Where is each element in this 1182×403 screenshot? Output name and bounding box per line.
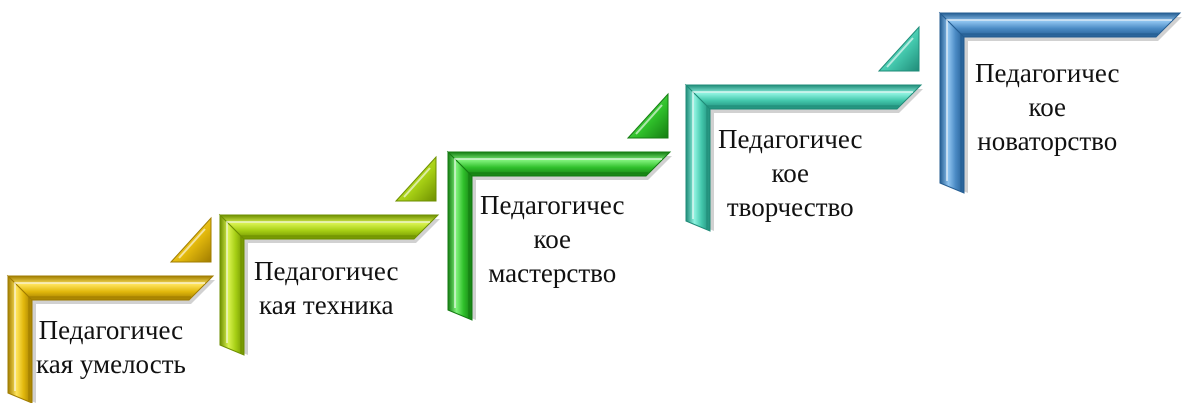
step-2-shape [218,155,440,356]
step-3-line-3: мастерство [488,258,617,288]
step-3-inner-edge [468,172,648,318]
step-4-inner-edge [706,105,899,229]
step-3-label: Педагогичес кое мастерство [480,188,625,290]
step-4-arrow-highlight [886,37,914,68]
step-1-arrow-highlight [178,228,206,259]
step-4-shape [684,25,923,232]
step-5-line-2: кое [1028,92,1067,122]
step-2-bevel [226,221,430,343]
step-4-line-3: творчество [726,192,854,222]
step-1-arrow-tip [169,216,212,263]
step-2-inner-edge [240,235,416,353]
step-2-arrow-tip [394,155,437,202]
step-5-inner-edge [960,33,1158,191]
step-5-line-3: новаторство [977,126,1118,156]
step-1-line-1: Педагогичес [38,315,184,345]
step-1-inner-edge [28,296,191,401]
step-1-label: Педагогичес кая умелость [36,313,186,381]
step-2-line-2: кая техника [259,290,394,320]
step-2-line-1: Педагогичес [254,256,399,286]
step-2-arrow-highlight [403,167,431,198]
step-4-arrow-tip [877,25,920,72]
step-5-line-1: Педагогичес [975,58,1120,88]
step-4-label: Педагогичес кое творчество [718,122,863,224]
step-4-line-2: кое [771,158,810,188]
step-2-label: Педагогичес кая техника [254,254,399,322]
step-1-line-2: кая умелость [36,349,186,379]
step-1-bevel [14,282,205,391]
step-4-bevel [692,91,913,219]
step-5-shape [938,11,1182,194]
step-4-line-1: Педагогичес [718,124,863,154]
step-3-shape [446,92,672,321]
step-3-arrow-tip [626,92,669,139]
step-5-bevel [946,19,1172,181]
step-1-shape [6,216,215,403]
step-5-label: Педагогичес кое новаторство [975,56,1120,158]
step-3-line-1: Педагогичес [480,190,625,220]
step-3-line-2: кое [533,224,572,254]
step-3-arrow-highlight [635,104,663,135]
step-3-bevel [454,158,662,308]
